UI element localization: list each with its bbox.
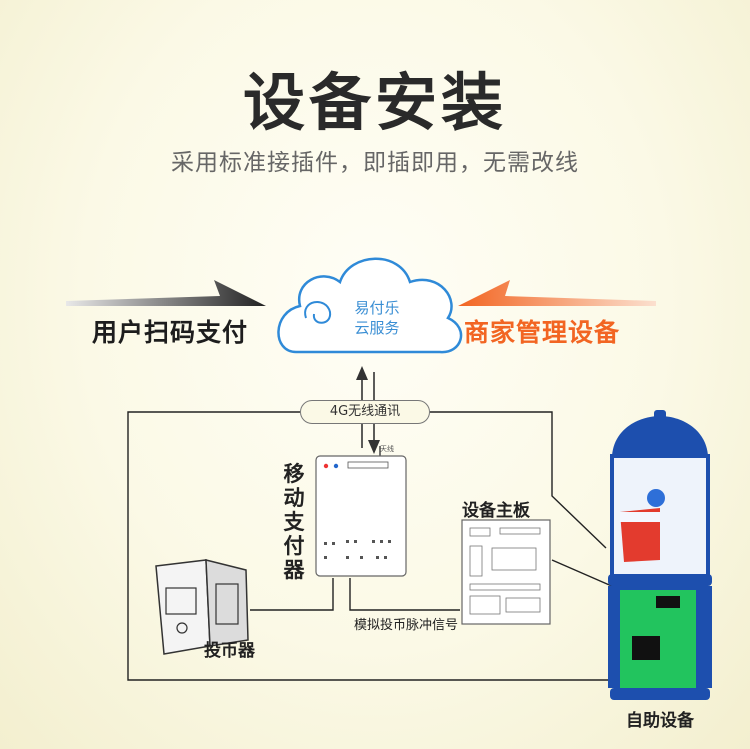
merchant-management-arrow	[458, 280, 656, 306]
pulse-signal-label: 模拟投币脉冲信号	[354, 618, 459, 633]
self-service-machine-label: 自助设备	[626, 711, 694, 731]
user-payment-arrow	[66, 280, 266, 306]
user-scan-pay-label: 用户扫码支付	[92, 318, 249, 347]
device-char: 付	[283, 534, 305, 558]
device-char: 移	[283, 462, 305, 486]
mobile-payment-device-label: 移 动 支 付 器	[282, 462, 306, 582]
page-title: 设备安装	[242, 66, 507, 139]
device-char: 器	[283, 558, 305, 582]
mainboard-icon	[461, 519, 551, 625]
device-char: 支	[283, 510, 305, 534]
mobile-payment-device	[315, 446, 407, 577]
cloud-service-icon	[277, 257, 463, 354]
4g-link-badge: 4G无线通讯	[300, 400, 430, 424]
page-subtitle: 采用标准接插件，即插即用，无需改线	[171, 150, 579, 176]
antenna-label: 天线	[380, 445, 394, 453]
cloud-line-2: 云服务	[354, 319, 400, 337]
device-char: 动	[283, 486, 305, 510]
cloud-line-1: 易付乐	[354, 299, 400, 317]
self-service-machine-icon	[608, 410, 712, 700]
coin-acceptor-icon	[155, 559, 249, 655]
merchant-manage-label: 商家管理设备	[464, 318, 621, 347]
mainboard-label: 设备主板	[462, 501, 530, 521]
cloud-service-text: 易付乐 云服务	[333, 298, 421, 338]
coin-acceptor-label: 投币器	[204, 641, 255, 661]
